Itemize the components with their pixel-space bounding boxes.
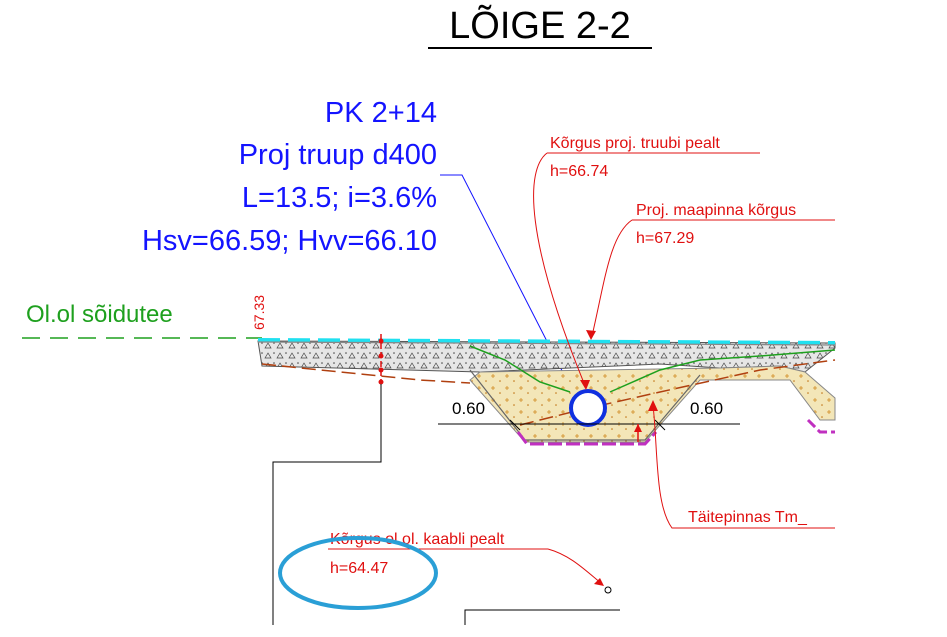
existing-ground-dashed — [261, 363, 471, 384]
pk-station: PK 2+14 — [325, 97, 437, 129]
elevation-marker-dot-4 — [378, 379, 384, 385]
trench-bottom-arrow — [634, 424, 642, 432]
vertical-elevation-label: 67.33 — [251, 295, 267, 330]
callout-truup-arrow — [580, 380, 590, 390]
callout-cable-label: Kõrgus ol.ol. kaabli pealt — [330, 531, 505, 548]
callout-fill-label: Täitepinnas Tm_ — [688, 509, 808, 526]
dimension-tick-left — [509, 419, 521, 431]
elevation-marker-dot-3 — [378, 367, 384, 373]
callout-fill-leader — [652, 404, 835, 529]
dimension-right: 0.60 — [690, 399, 723, 418]
culvert-slope-dashed — [519, 359, 836, 426]
elevation-marker-dot-2 — [378, 353, 384, 359]
culvert-pipe — [569, 389, 607, 427]
callout-ground-label: Proj. maapinna kõrgus — [636, 202, 796, 219]
callout-truup-label: Kõrgus proj. truubi pealt — [550, 135, 720, 152]
dimension-tick-right — [654, 419, 666, 431]
surface-top-line — [257, 341, 836, 346]
callout-truup-value: h=66.74 — [550, 163, 608, 180]
road-label: Ol.ol sõidutee — [26, 301, 173, 328]
geotextile-right — [806, 418, 835, 434]
trench-outline — [469, 369, 701, 441]
callout-ground-value: h=67.29 — [636, 230, 694, 247]
callout-ground-arrow — [586, 330, 596, 340]
design-surface-line — [257, 338, 836, 345]
dimension-left: 0.60 — [452, 399, 485, 418]
frame-line-right — [464, 609, 620, 625]
pk-length-slope: L=13.5; i=3.6% — [242, 182, 437, 214]
callout-cable-arrow — [594, 578, 604, 586]
callout-fill-arrow — [648, 400, 658, 411]
frame-line-left — [272, 384, 382, 625]
callout-ground-leader — [591, 219, 633, 337]
cable-highlight-ellipse — [278, 536, 438, 610]
green-line-right — [609, 349, 836, 393]
callout-cable-leader — [547, 548, 603, 585]
callout-truup-leader — [533, 152, 587, 389]
green-line-left — [469, 345, 571, 393]
cable-point — [604, 586, 612, 594]
pk-culvert: Proj truup d400 — [239, 139, 437, 171]
section-title: LÕIGE 2-2 — [449, 3, 631, 47]
callout-cable-value: h=64.47 — [330, 560, 388, 577]
elevation-marker-dot-1 — [378, 338, 384, 344]
pk-leader-line — [440, 174, 578, 401]
geotextile-layer — [516, 430, 658, 446]
pk-heights: Hsv=66.59; Hvv=66.10 — [142, 225, 437, 257]
